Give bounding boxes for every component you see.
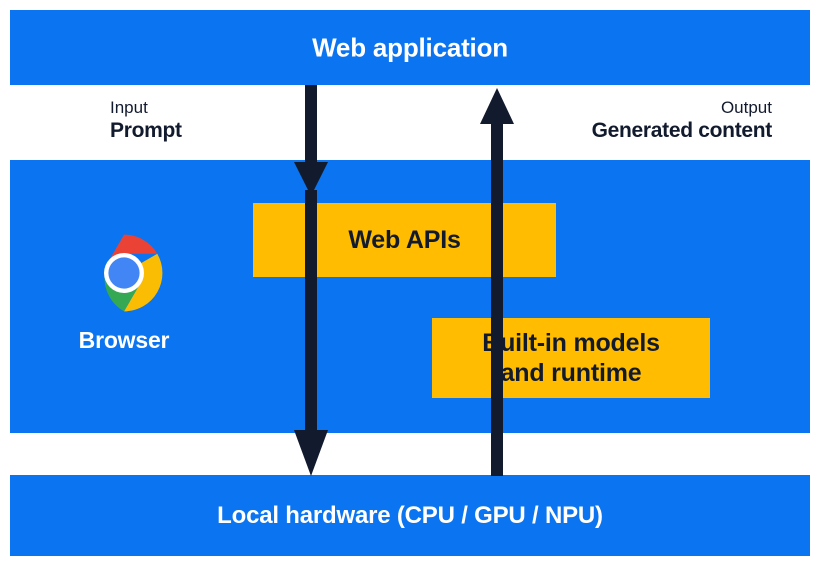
input-flow-annotation: Input Prompt [110,97,182,145]
local-hardware-band: Local hardware (CPU / GPU / NPU) [10,475,810,556]
web-apis-box-label: Web APIs [348,225,461,254]
input-flow-value: Prompt [110,119,182,143]
built-in-models-box-line1: Built-in models [482,329,660,357]
web-application-band: Web application [10,10,810,85]
built-in-models-box: Built-in models and runtime [432,318,710,398]
built-in-models-box-line2: and runtime [500,359,642,387]
chrome-logo-icon [104,234,163,312]
input-flow-kind: Input [110,98,148,117]
output-flow-kind: Output [720,98,772,117]
browser-block: Browser [44,233,204,354]
output-flow-value: Generated content [591,119,773,143]
output-flow-annotation: Output Generated content [591,97,773,145]
web-application-label: Web application [312,32,508,62]
browser-caption: Browser [78,327,170,353]
local-hardware-label: Local hardware (CPU / GPU / NPU) [217,501,603,529]
web-apis-box: Web APIs [253,203,556,277]
